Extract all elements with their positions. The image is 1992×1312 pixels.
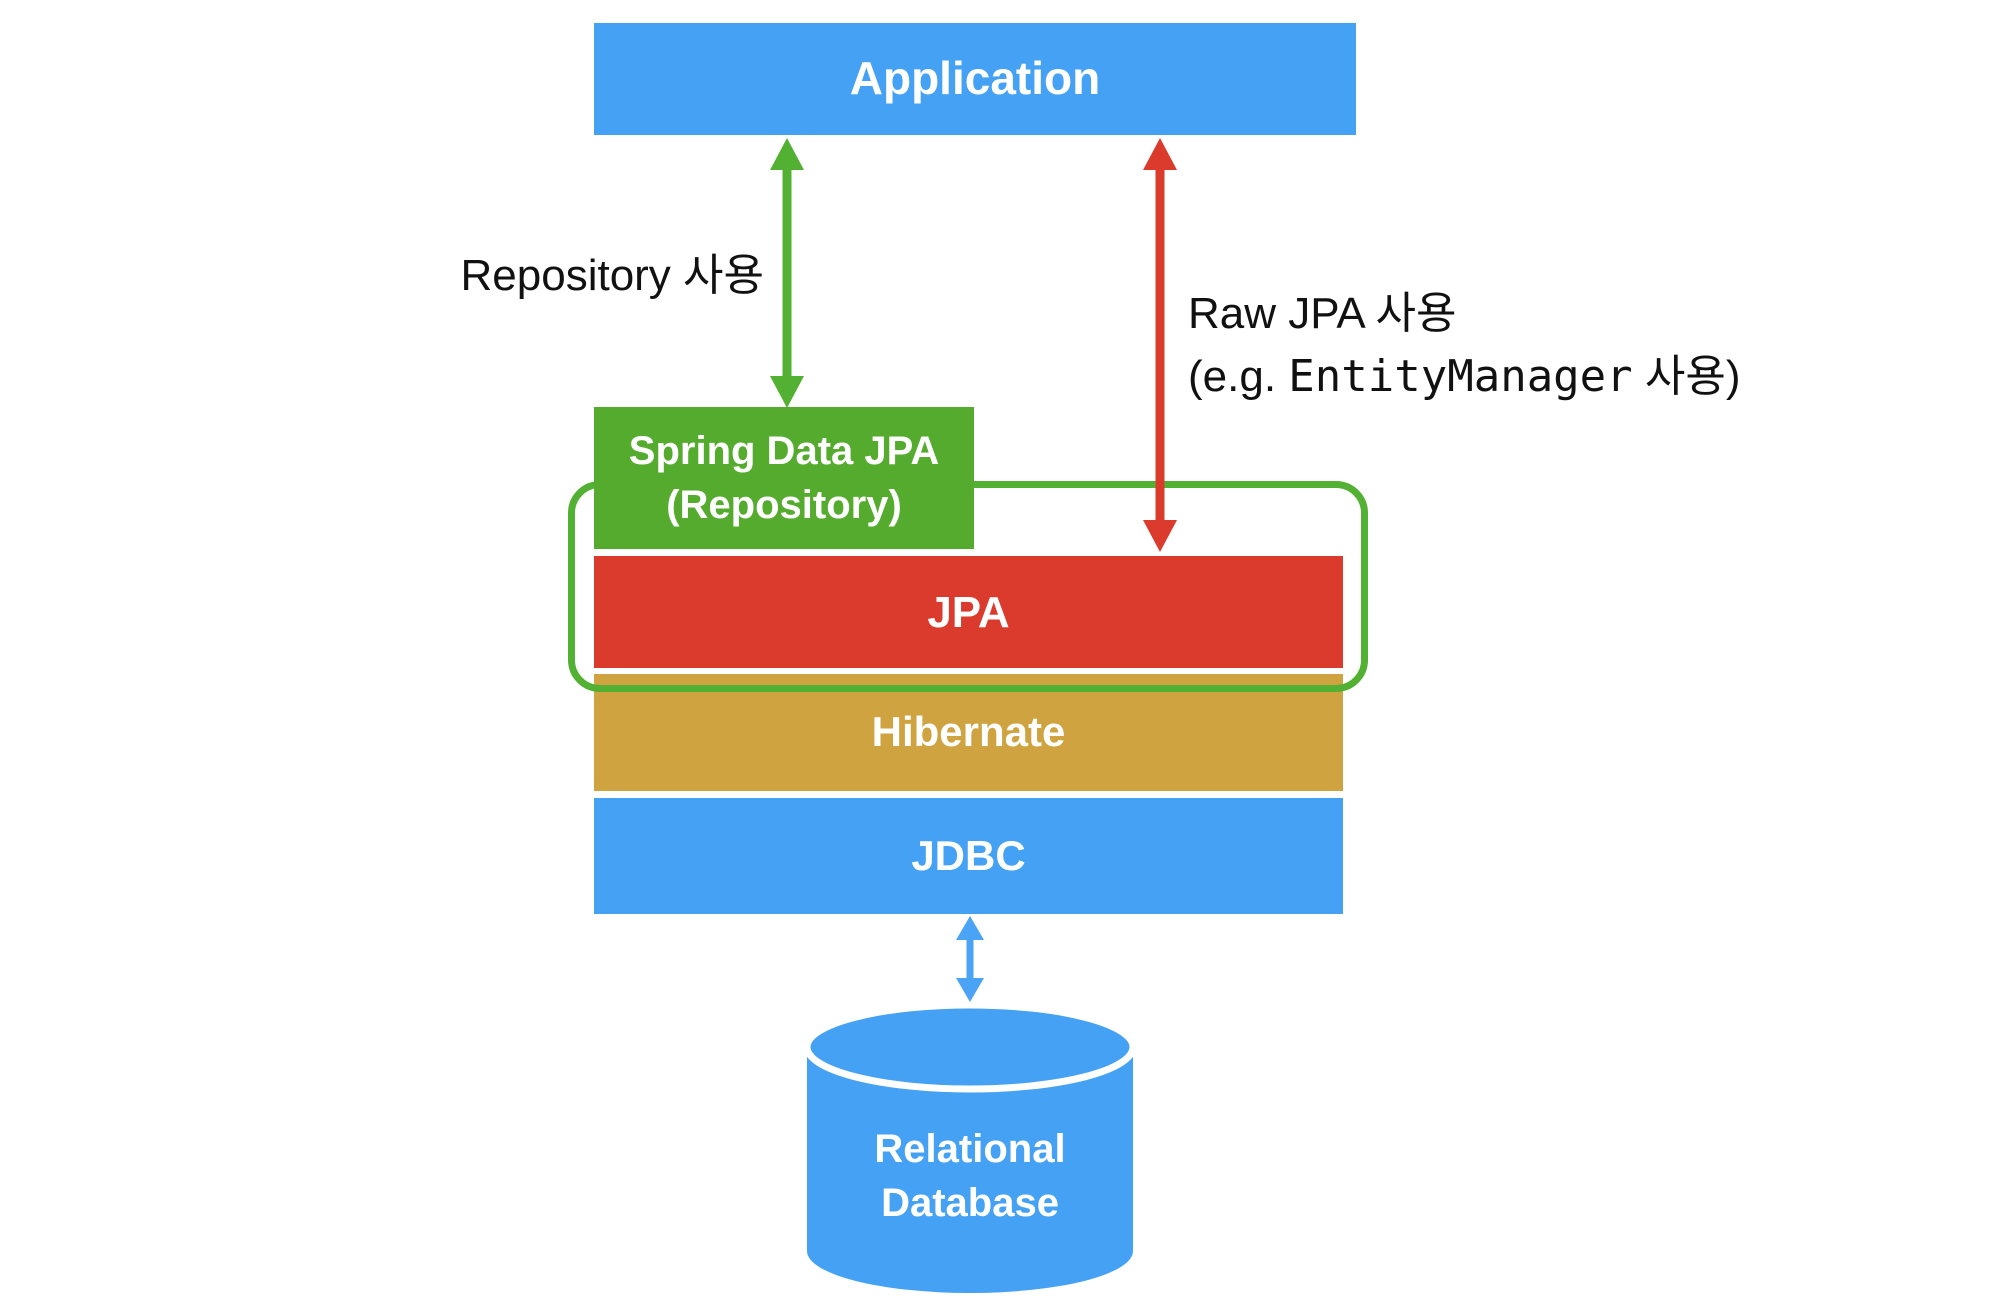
jdbc-label: JDBC [911,831,1026,879]
spring-data-jpa-label-line1: Spring Data JPA [628,429,940,473]
raw-jpa-arrow-head-bottom [1143,520,1177,552]
raw-jpa-label-prefix: (e.g. [1188,352,1289,401]
raw-jpa-arrow-label-line1: Raw JPA 사용 [1188,289,1457,338]
jdbc-box: JDBC [594,798,1343,914]
database-label-line2: Database [881,1181,1059,1225]
jpa-label: JPA [927,587,1010,637]
raw-jpa-label-code: EntityManager [1288,351,1633,402]
raw-jpa-label-suffix: 사용) [1632,352,1741,401]
raw-jpa-arrow-shaft [1155,166,1165,524]
hibernate-label: Hibernate [871,708,1066,756]
repository-arrow-shaft [782,166,792,380]
application-box: Application [594,23,1356,135]
repository-arrow-label: Repository 사용 [340,244,765,307]
database-arrow-head-bottom [956,978,984,1002]
database-cylinder-top [805,1003,1135,1093]
database-label: Relational Database [805,1122,1135,1230]
repository-arrow [770,138,804,408]
database-arrow-shaft [966,936,974,982]
raw-jpa-arrow-label: Raw JPA 사용 (e.g. EntityManager 사용) [1188,282,1741,408]
database-cylinder [805,1003,1135,1293]
raw-jpa-arrow-label-line2: (e.g. EntityManager 사용) [1188,345,1741,408]
raw-jpa-arrow [1143,138,1177,552]
repository-arrow-label-text: Repository 사용 [460,251,765,300]
spring-data-jpa-label-line2: (Repository) [666,483,902,527]
database-cylinder-body [807,1047,1133,1293]
database-arrow [956,916,984,1002]
hibernate-box: Hibernate [594,674,1343,791]
repository-arrow-head-top [770,138,804,170]
raw-jpa-arrow-head-top [1143,138,1177,170]
spring-data-jpa-box: Spring Data JPA (Repository) [594,407,974,549]
database-label-line1: Relational [874,1127,1066,1171]
repository-arrow-head-bottom [770,376,804,408]
jpa-box: JPA [594,556,1343,668]
application-label: Application [849,52,1101,105]
database-arrow-head-top [956,916,984,940]
